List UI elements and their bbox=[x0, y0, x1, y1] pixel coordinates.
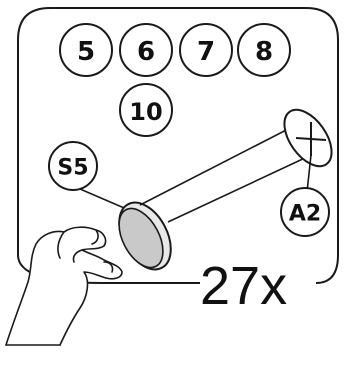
placement-guide-line-upper bbox=[140, 125, 296, 205]
step-6-label: 6 bbox=[137, 37, 155, 67]
part-s5-label: S5 bbox=[57, 156, 88, 181]
target-position-marker bbox=[275, 101, 341, 174]
step-8-label: 8 bbox=[255, 37, 273, 67]
step-7-label: 7 bbox=[197, 37, 215, 67]
step-5-label: 5 bbox=[77, 37, 95, 67]
step-8-badge: 8 bbox=[238, 24, 290, 76]
step-10-label: 10 bbox=[129, 98, 162, 126]
hand-icon bbox=[6, 227, 122, 345]
step-6-badge: 6 bbox=[120, 24, 172, 76]
step-5-badge: 5 bbox=[60, 24, 112, 76]
quantity-label: 27x bbox=[200, 256, 287, 316]
part-a2-label: A2 bbox=[289, 202, 321, 227]
part-s5-badge: S5 bbox=[49, 142, 97, 190]
step-10-badge: 10 bbox=[120, 84, 172, 136]
step-7-badge: 7 bbox=[180, 24, 232, 76]
part-a2-badge: A2 bbox=[281, 188, 329, 236]
